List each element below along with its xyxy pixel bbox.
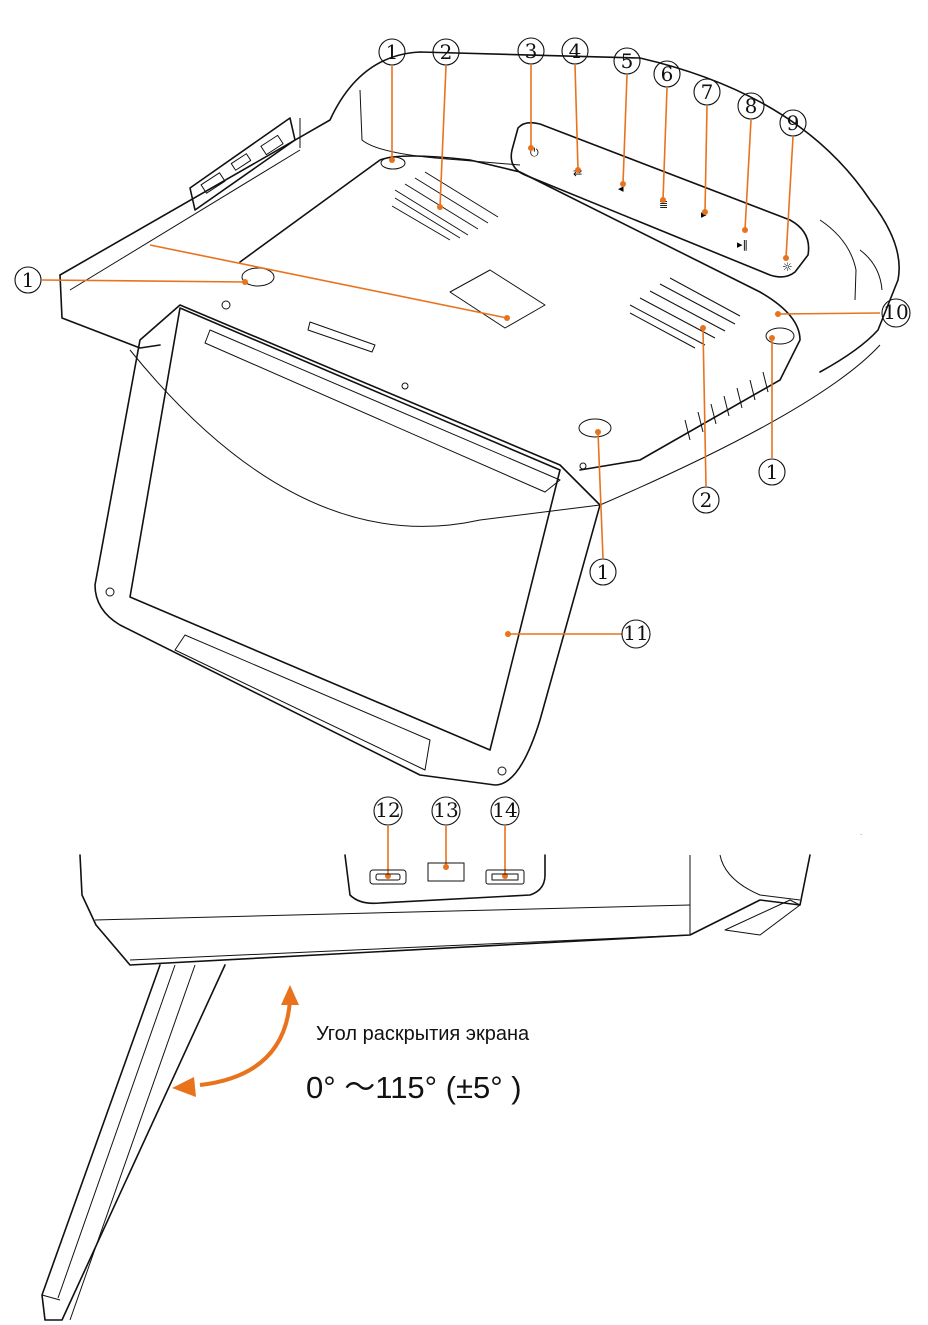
callout-1-top: 1 [378, 38, 406, 66]
side-view [41, 854, 811, 1321]
play-pause-icon[interactable]: ▸‖ [737, 238, 748, 251]
svg-text:10: 10 [883, 300, 908, 324]
label-plate [449, 269, 546, 329]
control-panel-icons: ⏻ ⇄ ◂ ≣ ▸ ▸‖ ☼ [530, 146, 793, 274]
svg-text:3: 3 [525, 39, 538, 63]
callouts: 1 2 3 4 5 6 7 8 [14, 37, 911, 826]
svg-text:8: 8 [745, 94, 758, 118]
mount-screw-4 [765, 327, 795, 345]
screen-panel [94, 300, 601, 786]
left-icon[interactable]: ◂ [618, 182, 624, 195]
svg-text:1: 1 [386, 40, 399, 64]
callout-13: 13 [431, 796, 461, 826]
svg-text:13: 13 [433, 798, 458, 822]
callout-10: 10 [881, 298, 911, 328]
callout-11: 11 [621, 619, 651, 649]
svg-text:7: 7 [701, 80, 714, 104]
svg-text:1: 1 [766, 460, 779, 484]
mount-screw-1 [380, 156, 406, 170]
svg-text:9: 9 [787, 111, 800, 135]
power-icon[interactable]: ⏻ [530, 146, 539, 159]
mount-screw-2 [241, 267, 275, 287]
svg-text:1: 1 [597, 560, 610, 584]
ir-window [427, 862, 465, 882]
opening-angle-arrow [172, 985, 299, 1097]
callout-2-bottom: 2 [692, 486, 720, 514]
callout-1-left: 1 [14, 266, 42, 294]
vent-slits-side [684, 371, 769, 441]
callout-9: 9 [779, 109, 807, 137]
angle-label: Угол раскрытия экрана [316, 1023, 530, 1045]
callout-1-bottom: 1 [589, 558, 617, 586]
svg-text:6: 6 [661, 62, 674, 86]
callout-7: 7 [693, 78, 721, 106]
angle-range: 0° ～115° (±5° ) [306, 1070, 522, 1105]
housing: ⏻ ⇄ ◂ ≣ ▸ ▸‖ ☼ [59, 51, 900, 527]
screen-arm [41, 964, 226, 1321]
callout-5: 5 [613, 47, 641, 75]
light-icon[interactable]: ☼ [782, 260, 793, 274]
port-bay [344, 854, 546, 905]
mount-screw-3 [578, 418, 612, 438]
svg-text:2: 2 [700, 488, 713, 512]
svg-text:5: 5 [621, 49, 634, 73]
hdmi-port[interactable] [369, 869, 407, 885]
svg-text:14: 14 [492, 798, 517, 822]
vent-grille-lower [629, 277, 741, 349]
usb-port[interactable] [485, 869, 525, 885]
callout-4: 4 [561, 37, 589, 65]
callout-14: 14 [490, 796, 520, 826]
svg-text:12: 12 [375, 798, 400, 822]
control-panel [510, 121, 810, 278]
vent-grille-upper [391, 171, 499, 241]
callout-3: 3 [517, 37, 545, 65]
callout-1-right: 1 [758, 458, 786, 486]
svg-text:11: 11 [623, 621, 648, 645]
callout-2-top: 2 [432, 38, 460, 66]
svg-text:2: 2 [440, 40, 453, 64]
callout-8: 8 [737, 92, 765, 120]
leader-lines [41, 64, 881, 879]
svg-text:1: 1 [22, 268, 35, 292]
svg-text:4: 4 [569, 39, 582, 63]
svg-text:.: . [860, 828, 862, 837]
callout-12: 12 [373, 796, 403, 826]
menu-icon[interactable]: ≣ [659, 198, 668, 211]
callout-6: 6 [653, 60, 681, 88]
